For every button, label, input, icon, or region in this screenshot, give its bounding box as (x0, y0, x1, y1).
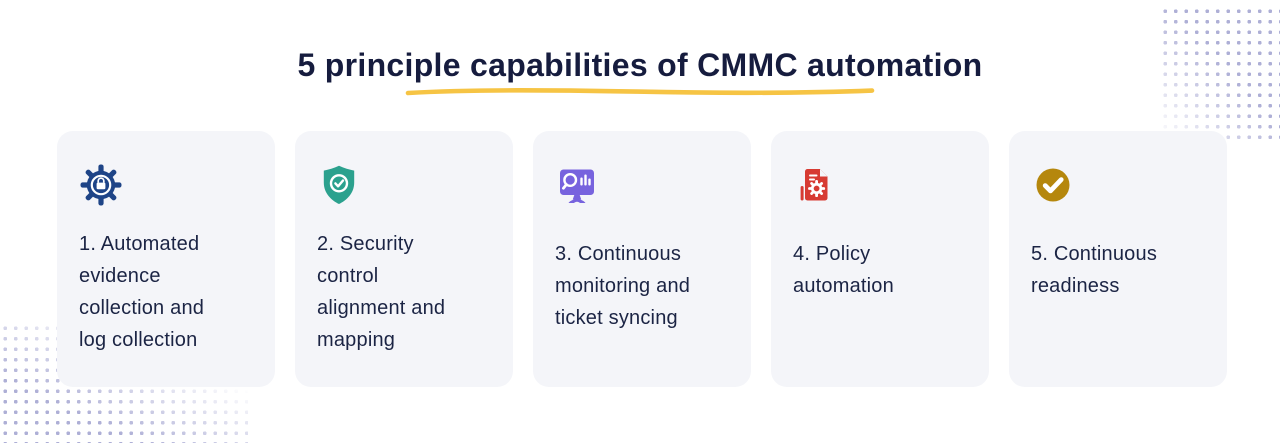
header: 5 principle capabilities of CMMC automat… (0, 46, 1280, 98)
card-label: 5. Continuous readiness (1031, 243, 1158, 297)
card-label: 1. Automated evidence collection and log… (79, 233, 205, 351)
title-underline-squiggle (405, 88, 875, 96)
card-continuous-monitoring: 3. Continuous monitoring and ticket sync… (533, 131, 751, 387)
card-automated-evidence-collection: 1. Automated evidence collection and log… (57, 131, 275, 387)
monitor-search-chart-icon (560, 169, 594, 203)
card-security-control-alignment: 2. Security control alignment and mappin… (295, 131, 513, 387)
card-label: 2. Security control alignment and mappin… (317, 233, 446, 351)
capability-cards: 1. Automated evidence collection and log… (57, 131, 1227, 387)
card-label: 4. Policy automation (793, 243, 894, 297)
gear-lock-icon (80, 164, 122, 206)
policy-document-gear-icon (800, 169, 828, 201)
shield-check-icon (323, 165, 355, 204)
card-continuous-readiness: 5. Continuous readiness (1009, 131, 1227, 387)
page-title: 5 principle capabilities of CMMC automat… (297, 47, 983, 83)
check-circle-icon (1036, 168, 1070, 202)
card-label: 3. Continuous monitoring and ticket sync… (555, 243, 691, 329)
card-policy-automation: 4. Policy automation (771, 131, 989, 387)
